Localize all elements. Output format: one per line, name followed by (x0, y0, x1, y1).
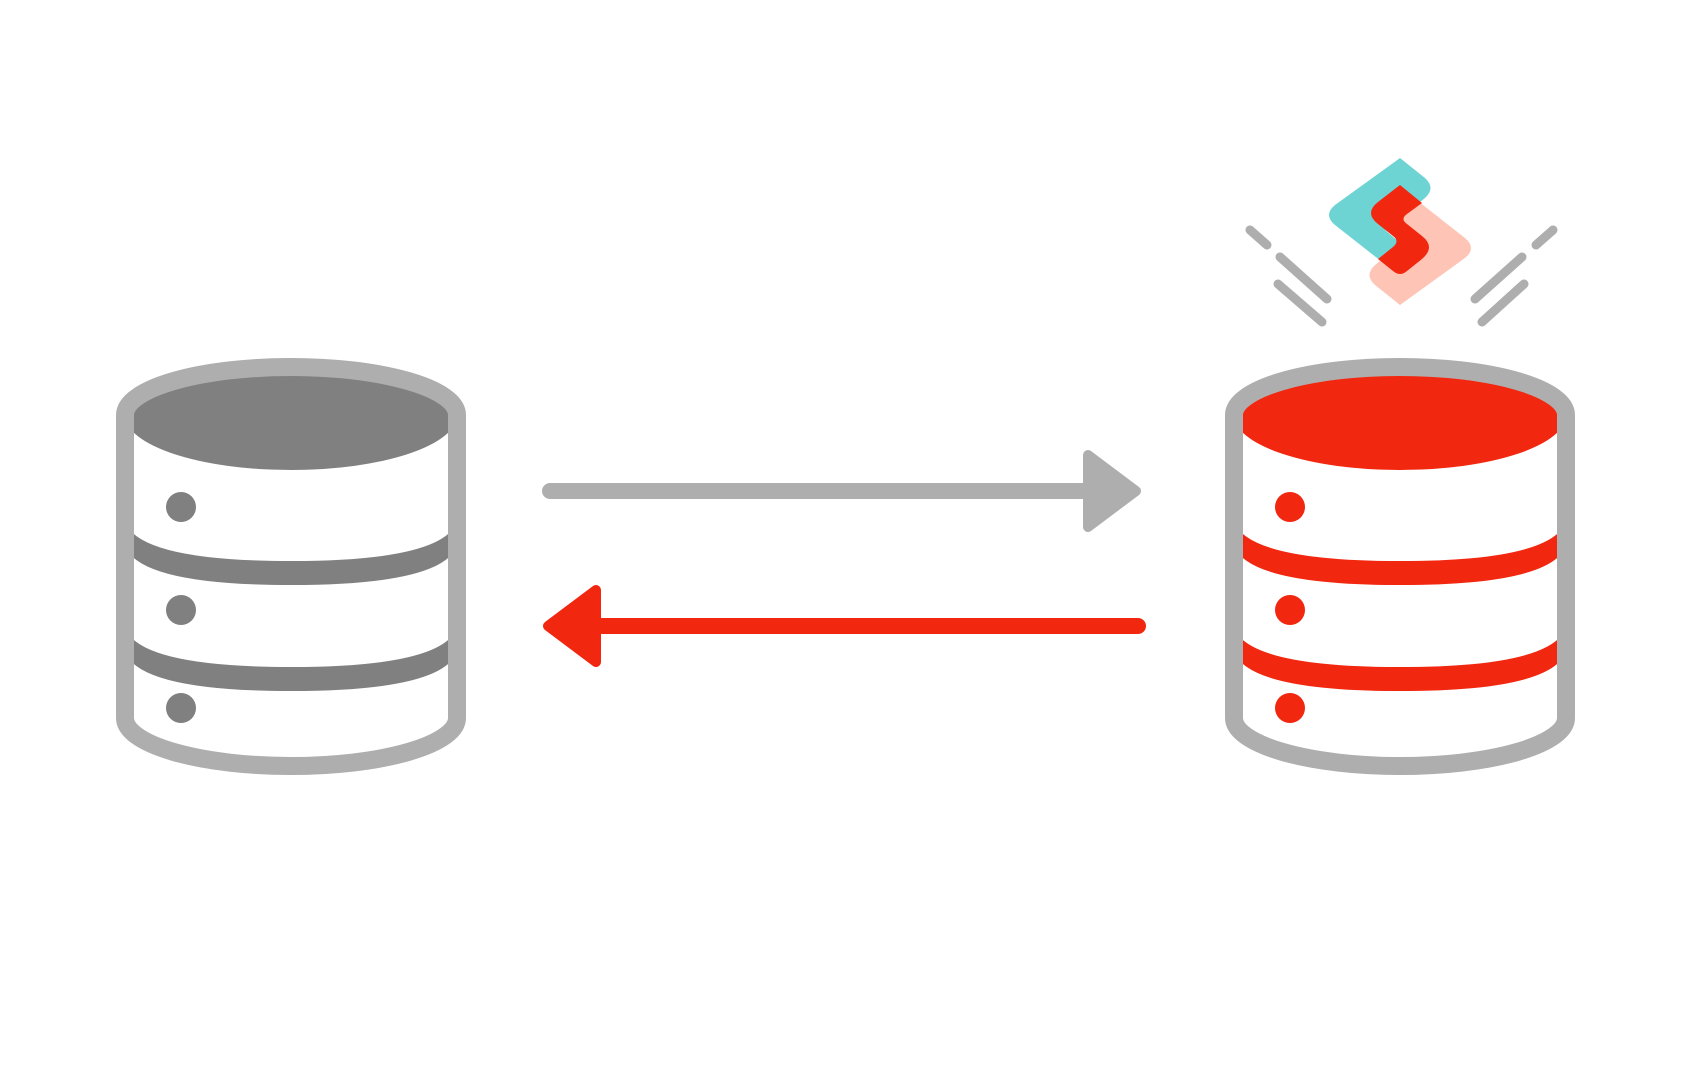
sync-logo-icon (1329, 158, 1471, 305)
target-database-icon (1225, 358, 1575, 775)
motion-lines-right (1470, 225, 1558, 327)
server-light (166, 492, 196, 522)
server-light (166, 693, 196, 723)
server-light (166, 595, 196, 625)
server-light (1275, 595, 1305, 625)
server-light (1275, 693, 1305, 723)
source-database-icon (116, 358, 466, 775)
server-light (1275, 492, 1305, 522)
motion-lines-left (1245, 225, 1332, 327)
arrow-right-icon (542, 450, 1141, 532)
arrow-left-icon (543, 585, 1146, 667)
